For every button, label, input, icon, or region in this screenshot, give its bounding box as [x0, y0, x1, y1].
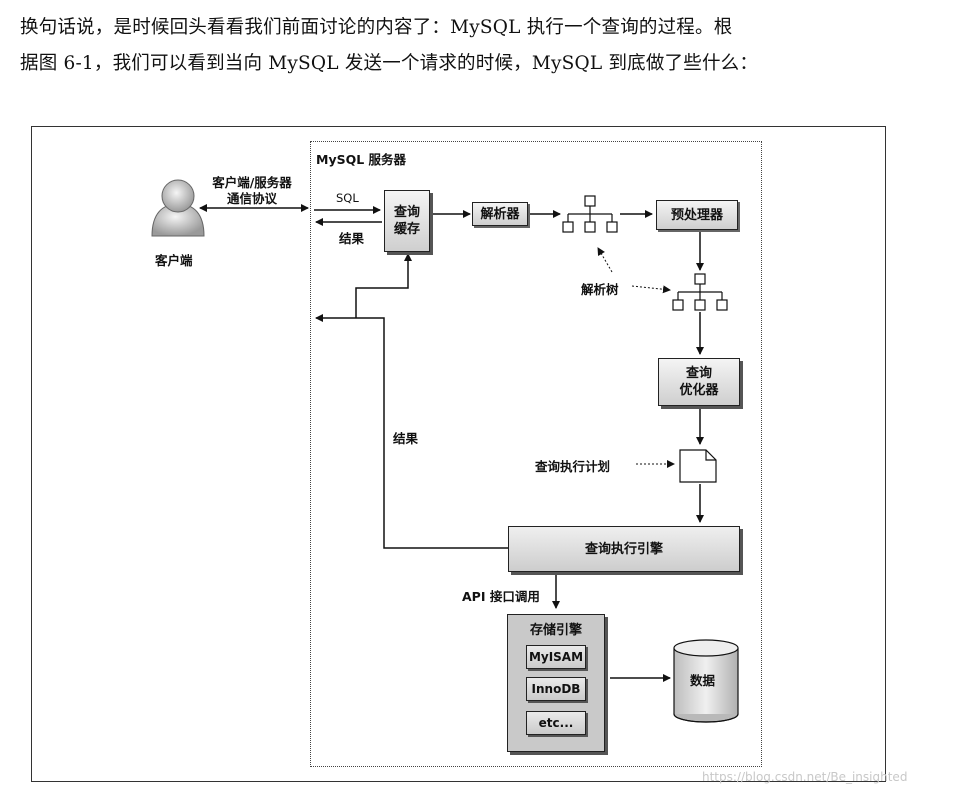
execution-plan-label: 查询执行计划	[535, 459, 611, 474]
optimizer-line-1: 查询	[685, 366, 712, 381]
preprocessor-label: 预处理器	[670, 207, 723, 223]
client-label: 客户端	[155, 253, 193, 268]
watermark: https://blog.csdn.net/Be_insighted	[702, 770, 908, 784]
optimizer-box: 查询优化器	[658, 358, 740, 406]
cache-result-label: 结果	[339, 231, 365, 246]
engine-result-path	[315, 314, 508, 549]
execution-plan-document-icon	[679, 449, 717, 483]
result-to-cache-arrow	[355, 253, 412, 318]
protocol-label-line-2: 通信协议	[226, 191, 277, 206]
preprocessor-box: 预处理器	[656, 200, 738, 230]
data-label: 数据	[690, 673, 716, 688]
storage-engines-box: 存储引擎 MyISAM InnoDB etc...	[507, 614, 605, 752]
query-cache-line-1: 查询	[393, 205, 420, 220]
figure-frame	[31, 126, 886, 782]
execution-engine-label: 查询执行引擎	[584, 541, 663, 557]
data-cylinder-icon	[673, 639, 739, 723]
api-calls-label: API 接口调用	[462, 589, 540, 604]
protocol-label-line-1: 客户端/服务器	[212, 175, 292, 190]
engine-myisam: MyISAM	[526, 645, 586, 669]
parser-label: 解析器	[480, 206, 520, 222]
parse-tree-pointer-1	[597, 247, 613, 273]
engine-etc: etc...	[526, 711, 586, 735]
engine-result-label: 结果	[393, 431, 419, 446]
parse-tree-pointer-2	[631, 285, 671, 294]
optimizer-line-2: 优化器	[679, 383, 719, 398]
mysql-server-region	[310, 141, 762, 767]
parser-box: 解析器	[472, 202, 528, 226]
parse-tree-2-icon	[672, 273, 728, 311]
query-cache-box: 查询缓存	[384, 190, 430, 252]
client-user-icon	[151, 179, 205, 237]
parse-tree-1-icon	[562, 195, 618, 233]
sql-label: SQL	[336, 191, 359, 205]
engine-innodb: InnoDB	[526, 677, 586, 701]
server-label: MySQL 服务器	[316, 152, 407, 167]
storage-engines-title: 存储引擎	[529, 623, 582, 638]
query-cache-line-2: 缓存	[393, 222, 420, 237]
execution-engine-box: 查询执行引擎	[508, 526, 740, 572]
parse-tree-label: 解析树	[581, 282, 619, 297]
intro-text-line-2: 据图 6-1，我们可以看到当向 MySQL 发送一个请求的时候，MySQL 到底…	[20, 53, 759, 74]
intro-text-line-1: 换句话说，是时候回头看看我们前面讨论的内容了：MySQL 执行一个查询的过程。根	[20, 17, 733, 38]
